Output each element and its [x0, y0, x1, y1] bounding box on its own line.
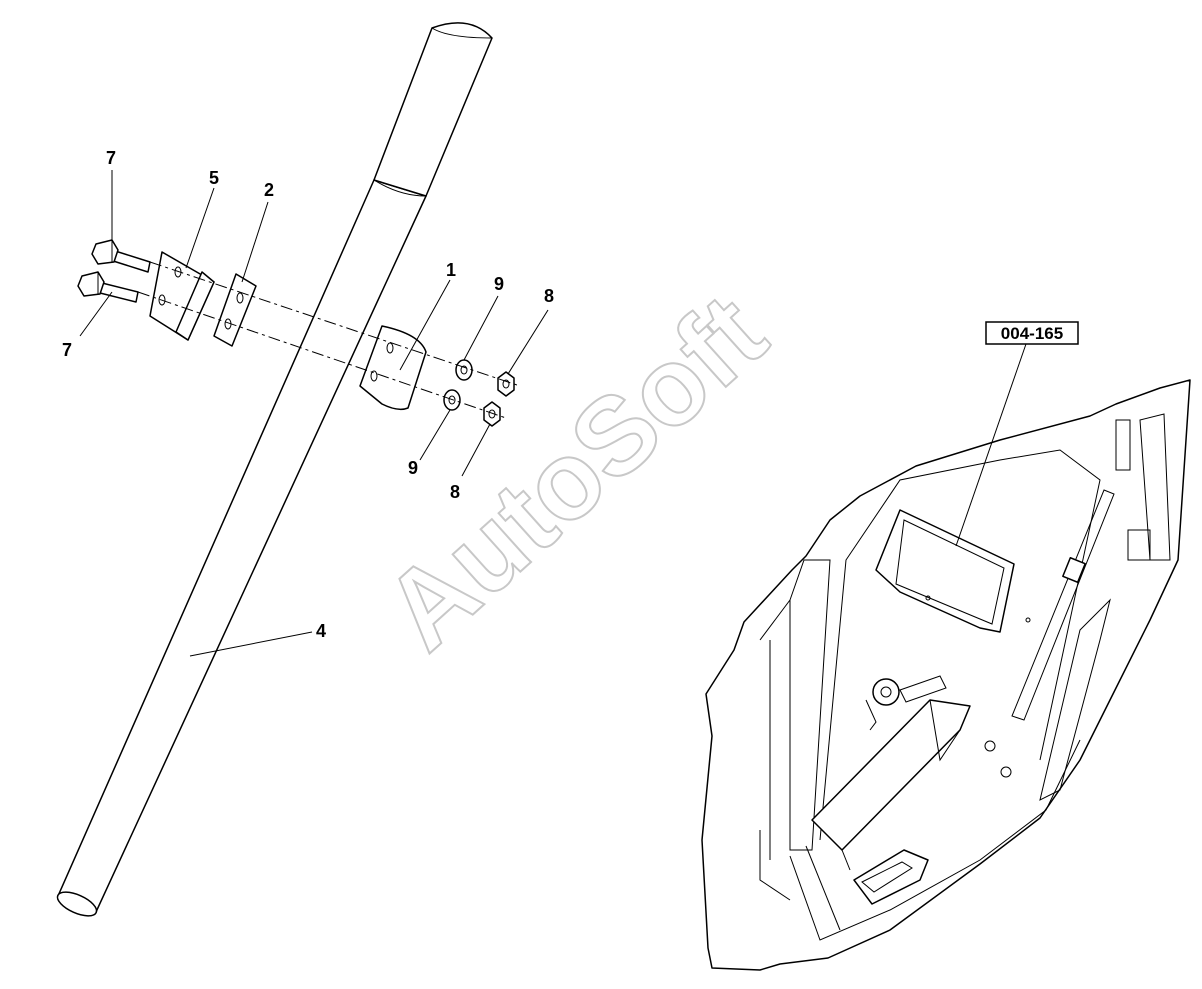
callout-leaders — [79, 170, 549, 657]
plate-part-2 — [213, 273, 257, 347]
callout-9-top: 9 — [494, 274, 504, 294]
cab-interior-illustration — [701, 379, 1191, 971]
bolt-part-7-lower — [77, 271, 139, 303]
callout-8-top: 8 — [544, 286, 554, 306]
callout-9-bottom: 9 — [408, 458, 418, 478]
reference-label: 004-165 — [955, 321, 1079, 547]
callout-5: 5 — [209, 168, 219, 188]
handle-bar-part-4 — [56, 22, 493, 917]
clamp-block-part-5 — [149, 251, 215, 341]
callout-7-bottom: 7 — [62, 340, 72, 360]
nut-part-8-lower — [483, 401, 501, 427]
assembly-axis-lines — [137, 261, 521, 419]
watermark-text: AutoSoft — [361, 271, 788, 673]
callouts: 7 7 5 2 1 9 8 9 8 4 — [62, 148, 554, 641]
callout-4: 4 — [316, 621, 326, 641]
callout-7-top: 7 — [106, 148, 116, 168]
callout-1: 1 — [446, 260, 456, 280]
bracket-part-1 — [359, 325, 427, 411]
bolt-part-7-upper — [91, 239, 151, 273]
callout-2: 2 — [264, 180, 274, 200]
nut-part-8-upper — [497, 371, 515, 397]
reference-label-text: 004-165 — [1001, 324, 1063, 343]
washer-part-9-upper — [455, 359, 473, 381]
callout-8-bottom: 8 — [450, 482, 460, 502]
